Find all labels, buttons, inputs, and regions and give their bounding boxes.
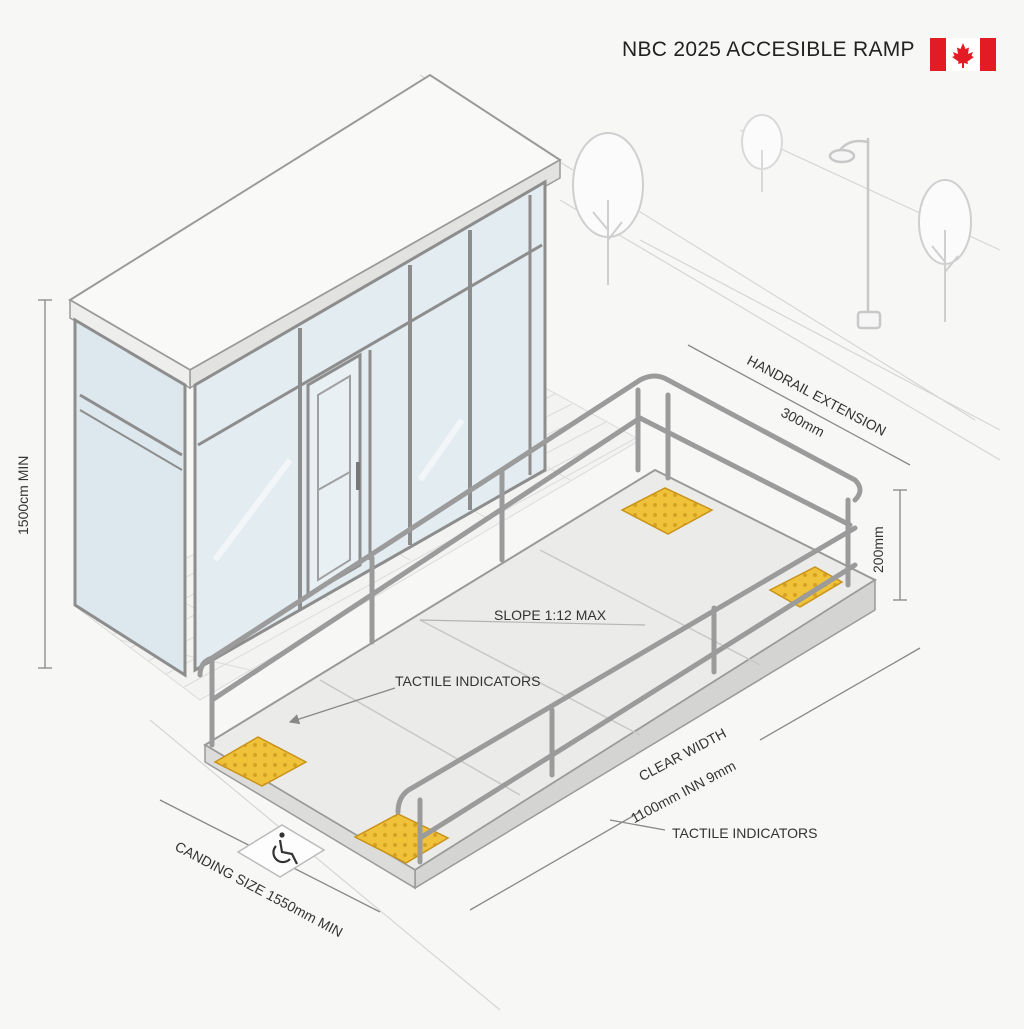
dimension-lines	[38, 299, 921, 913]
background-lines	[149, 74, 1001, 1011]
tree-icon	[572, 132, 644, 285]
tactile-paver-icon	[353, 813, 450, 864]
handrail-left	[197, 373, 863, 748]
tactile-paver-icon	[213, 736, 308, 787]
tree-icon	[918, 179, 972, 322]
tactile-paver-icon	[768, 566, 844, 608]
street-lamp-icon	[828, 138, 882, 330]
handrail-right	[395, 525, 858, 865]
rise-label: 200mm	[870, 526, 886, 573]
tactile-paver-icon	[620, 487, 714, 535]
tree-icon	[741, 114, 783, 192]
building	[68, 73, 562, 678]
tactile-indicators-top-label: TACTILE INDICATORS	[395, 673, 541, 689]
maple-leaf-icon	[930, 38, 996, 71]
tactile-indicators-bottom-label: TACTILE INDICATORS	[672, 825, 818, 841]
slope-label: SLOPE 1:12 MAX	[494, 607, 607, 623]
diagram-title: NBC 2025 ACCESIBLE RAMP	[622, 38, 915, 61]
wheelchair-icon	[236, 824, 326, 878]
height-min-label: 1500cm MIN	[15, 455, 31, 535]
